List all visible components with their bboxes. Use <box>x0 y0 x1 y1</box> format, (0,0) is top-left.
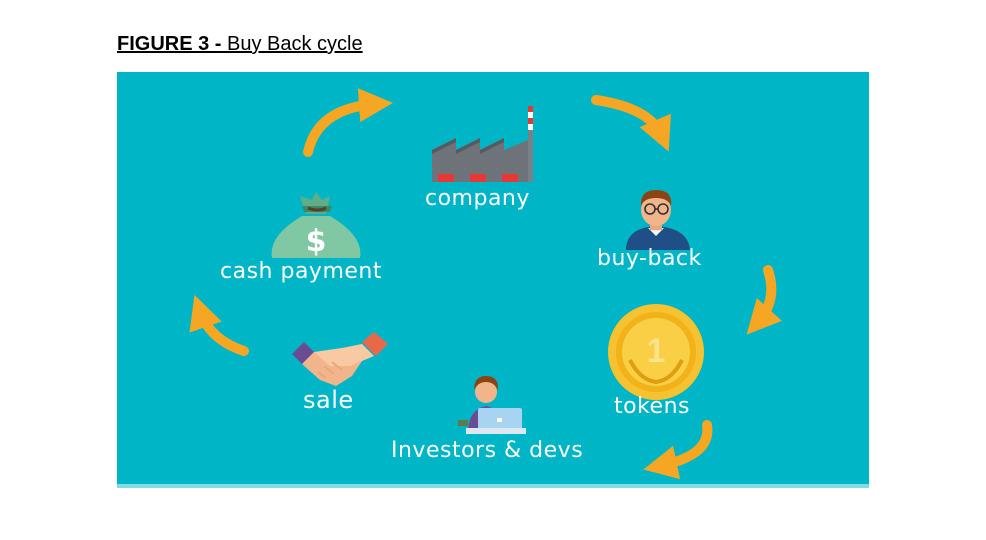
coin-value: 1 <box>647 332 666 370</box>
figure-label: FIGURE 3 - <box>117 33 222 55</box>
factory-icon <box>432 106 533 182</box>
node-label-investors: Investors & devs <box>391 438 584 463</box>
panel-bottom-rule <box>117 484 869 488</box>
arrow-company-to-buyback <box>591 95 671 152</box>
person-with-glasses-icon <box>626 190 690 250</box>
figure-title: Buy Back cycle <box>227 33 363 55</box>
node-label-cash-payment: cash payment <box>220 259 382 284</box>
figure-caption: FIGURE 3 - Buy Back cycle <box>117 33 363 56</box>
node-label-buyback: buy-back <box>597 246 702 271</box>
dollar-symbol: $ <box>306 224 327 259</box>
arrow-tokens-to-investors <box>643 420 713 480</box>
arrow-buyback-to-tokens <box>746 265 783 335</box>
handshake-icon <box>292 332 388 386</box>
gold-coin-icon: 1 <box>608 304 704 400</box>
node-label-company: company <box>425 186 530 211</box>
node-label-sale: sale <box>303 386 354 414</box>
cycle-arrows <box>189 88 783 480</box>
money-bag-icon: $ <box>271 192 361 259</box>
arrow-cash-to-company <box>303 88 393 157</box>
person-with-laptop-icon <box>458 376 526 434</box>
node-label-tokens: tokens <box>614 394 690 419</box>
arrow-sale-to-cash <box>189 294 249 356</box>
